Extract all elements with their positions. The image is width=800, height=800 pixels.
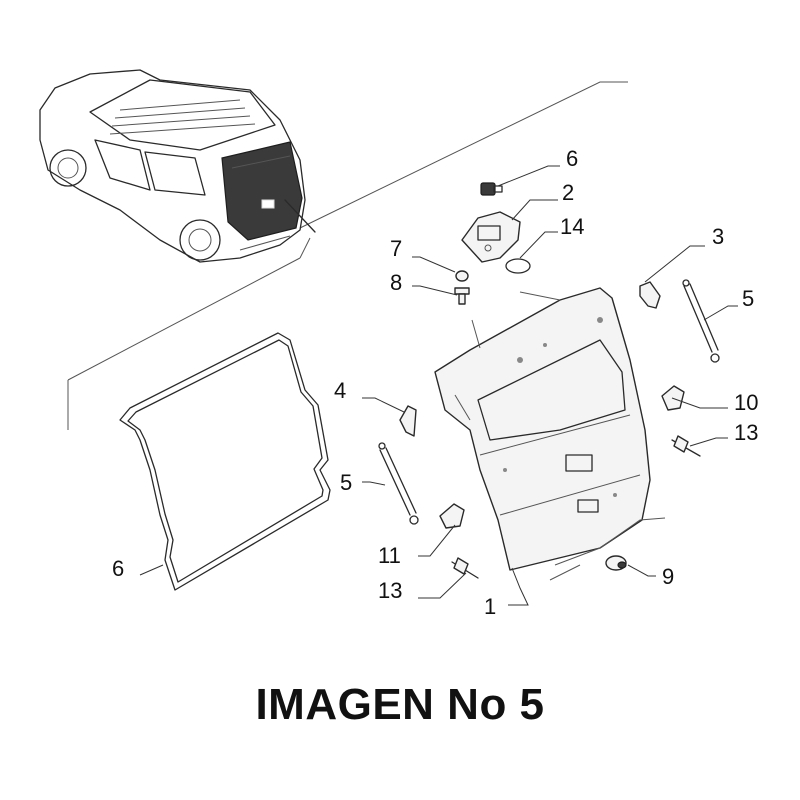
- callout-2: 2: [562, 180, 574, 205]
- part-3-bracket: [639, 281, 661, 309]
- leader-lines: [139, 165, 738, 606]
- part-12-bumper: [439, 503, 465, 529]
- callout-5-left: 5: [340, 470, 352, 495]
- callout-4: 4: [334, 378, 346, 403]
- part-7-bolt: [480, 182, 503, 196]
- callout-13-left: 13: [378, 578, 402, 603]
- panel-frame: [67, 81, 628, 430]
- callout-6: 6: [112, 556, 124, 581]
- part-13-clip-right: [671, 435, 701, 457]
- part-6-seal: [119, 332, 331, 591]
- vehicle-illustration: [39, 69, 316, 263]
- part-4-bracket: [399, 405, 417, 437]
- callout-3: 3: [712, 224, 724, 249]
- callout-5-right: 5: [742, 286, 754, 311]
- callout-10: 9: [662, 564, 674, 589]
- callout-12: 11: [378, 543, 401, 568]
- part-8-washer: [455, 270, 469, 282]
- part-2-hinge: [461, 211, 521, 263]
- callout-7: 6: [566, 146, 578, 171]
- part-10-bumper: [605, 555, 627, 571]
- callout-numbers: 6 2 14 7 8 3 5 4 5 6 10 13 11 13 1 9: [112, 146, 758, 619]
- exploded-parts-diagram: 6 2 14 7 8 3 5 4 5 6 10 13 11 13 1 9: [39, 69, 758, 619]
- part-9-stud: [454, 287, 470, 305]
- part-13-clip-left: [451, 557, 479, 579]
- image-caption: IMAGEN No 5: [255, 680, 545, 729]
- callout-11: 10: [734, 390, 758, 415]
- callout-1: 1: [484, 594, 496, 619]
- callout-14: 14: [560, 214, 584, 239]
- part-14-o-ring: [505, 258, 531, 274]
- callout-8: 7: [390, 236, 402, 261]
- callout-13-right: 13: [734, 420, 758, 445]
- part-5-gas-strut-left: [378, 442, 419, 525]
- part-5-gas-strut-right: [682, 279, 720, 363]
- part-1-tailgate: [434, 287, 666, 581]
- callout-9: 8: [390, 270, 402, 295]
